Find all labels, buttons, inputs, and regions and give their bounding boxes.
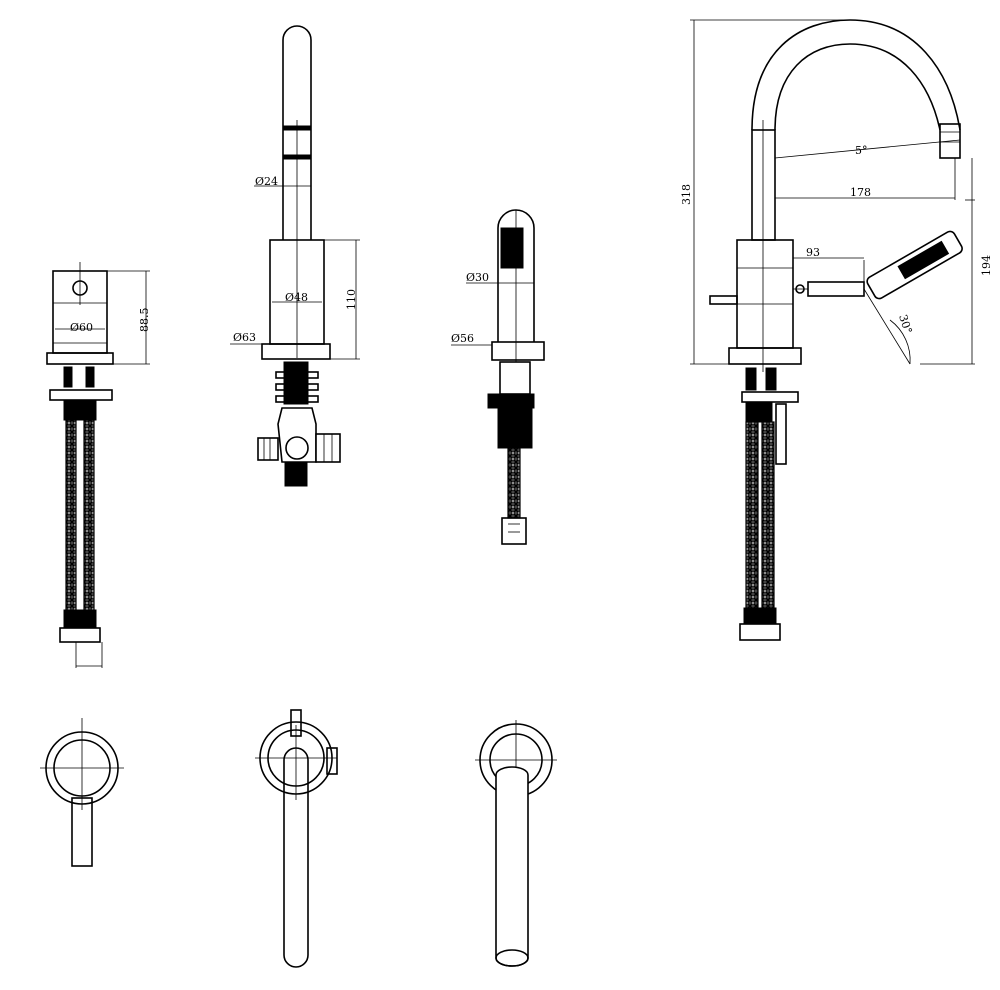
side-lever bbox=[709, 295, 738, 305]
spout-inlet-right bbox=[315, 433, 341, 463]
mixer-hose-right bbox=[83, 419, 95, 613]
spray-connector bbox=[501, 517, 527, 545]
side-elevation-view: 318 5° 178 93 194 30° bbox=[680, 19, 993, 641]
dim-spout-tube-diameter: Ø24 bbox=[255, 175, 278, 188]
side-base-plate bbox=[728, 347, 802, 365]
cross-lever bbox=[807, 281, 865, 297]
dim-handle-height: 194 bbox=[980, 255, 993, 276]
gooseneck-inner bbox=[774, 43, 941, 131]
spray-nozzle-grip bbox=[500, 227, 524, 269]
mixer-plan-lever bbox=[71, 797, 93, 867]
mixer-elevation-view: Ø60 88.5 bbox=[46, 262, 151, 668]
dim-spout-base-diameter: Ø63 bbox=[233, 331, 256, 344]
dim-arc-spray-angle bbox=[889, 319, 911, 365]
dim-spray-handle-diameter: Ø30 bbox=[466, 271, 489, 284]
gooseneck-outer bbox=[751, 19, 961, 131]
side-body bbox=[736, 239, 794, 349]
spout-plan-view bbox=[255, 709, 338, 968]
dim-spout-body-height: 110 bbox=[345, 289, 358, 310]
spout-plan-lever-top bbox=[290, 709, 302, 737]
spray-elevation-view: Ø30 Ø56 bbox=[451, 209, 545, 545]
spout-outlet bbox=[284, 461, 308, 487]
side-stem bbox=[751, 129, 776, 241]
dim-handle-reach: 93 bbox=[806, 246, 820, 259]
mixer-hose-left bbox=[65, 419, 77, 613]
pullout-spray bbox=[866, 230, 963, 300]
side-connector bbox=[739, 623, 781, 641]
mixer-plan-view bbox=[40, 718, 124, 867]
spout-base-plate bbox=[261, 343, 331, 360]
dim-spout-reach: 178 bbox=[850, 186, 871, 199]
spout-aerator bbox=[939, 123, 961, 159]
spray-plan-view bbox=[475, 720, 557, 967]
dim-spray-base-diameter: Ø56 bbox=[451, 332, 474, 345]
spout-shank bbox=[283, 361, 309, 405]
dim-mixer-height: 88.5 bbox=[138, 308, 151, 333]
spout-inlet-left bbox=[257, 437, 279, 461]
dim-spout-body-diameter: Ø48 bbox=[285, 291, 308, 304]
spray-base-plate bbox=[491, 341, 545, 361]
spout-plan-lever-side bbox=[326, 747, 338, 775]
spray-hose bbox=[507, 447, 521, 519]
spout-tube bbox=[282, 25, 312, 240]
side-rod bbox=[775, 403, 787, 465]
spout-plan-tube bbox=[283, 747, 309, 968]
dim-mixer-diameter: Ø60 bbox=[70, 321, 93, 334]
dim-spray-angle: 30° bbox=[896, 313, 914, 336]
mixer-base-plate bbox=[46, 352, 114, 365]
side-hose-right bbox=[761, 421, 775, 613]
spout-elevation-view: Ø24 Ø48 110 Ø63 bbox=[230, 25, 360, 487]
spray-plan-handle bbox=[495, 766, 529, 967]
spray-shank bbox=[497, 407, 533, 449]
side-hose-left bbox=[745, 421, 759, 613]
mixer-nut bbox=[63, 399, 97, 421]
dim-total-height: 318 bbox=[680, 184, 693, 205]
spout-valve-block bbox=[277, 407, 317, 463]
dim-spout-angle: 5° bbox=[855, 144, 868, 157]
mixer-connector bbox=[59, 627, 101, 643]
